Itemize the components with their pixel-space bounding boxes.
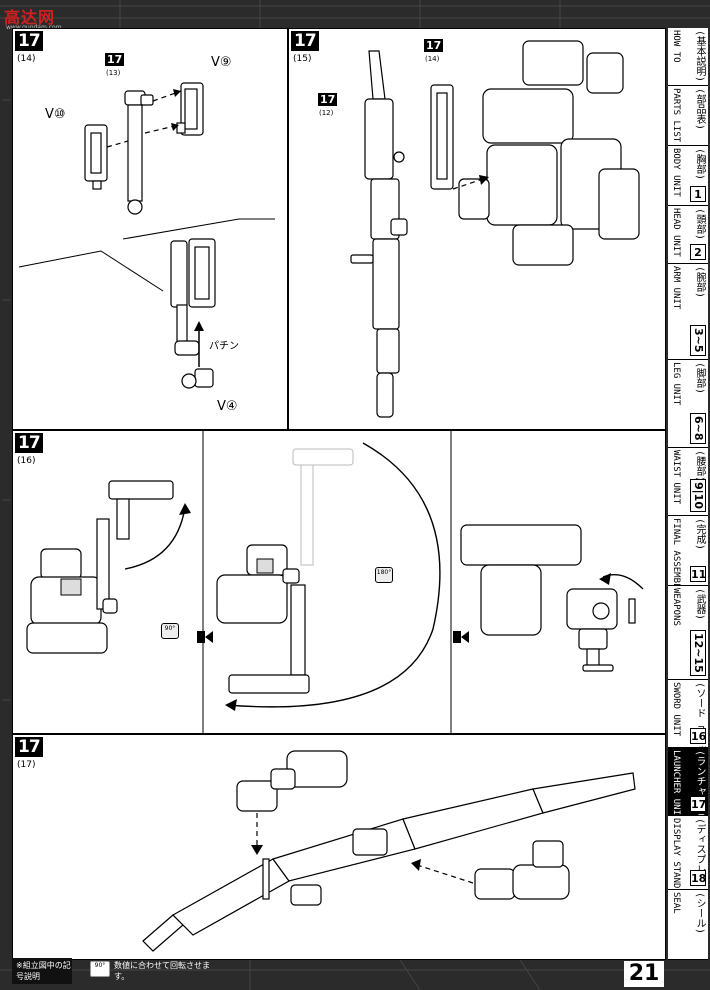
section-tab-jp-label: (シール) [694,892,705,935]
section-tab-jp-label: (ディスプレイ スタンド) [694,818,705,890]
legend-label: ※組立図中の記号説明 [16,961,71,981]
section-tab-en-label: LAUNCHER UNIT [671,750,681,816]
step-number: 17 [15,31,43,51]
rotate-icon: 90° [90,961,110,977]
section-tab[interactable]: (脚部) LEG UNIT 6~8 [668,360,708,448]
section-tab-jp-label: (腕部) [694,266,705,299]
section-tab[interactable]: (基本説明) HOW TO [668,28,708,86]
section-tab-number: 9|10 [690,479,706,512]
section-tab-jp-label: (完成) [694,518,705,551]
step-number: 17 [15,737,43,757]
divider-top-vertical [287,29,289,429]
part-ref-sub: (14) [425,55,440,63]
part-ref-number: 17 [424,39,444,52]
section-tab-en-label: WAIST UNIT [671,450,681,505]
section-tab-en-label: ARM UNIT [671,266,681,310]
section-tab[interactable]: (ランチャー ユニット) LAUNCHER UNIT 17 [668,748,708,816]
rotate-180-icon: 180° [375,567,393,583]
section-index-sidebar: (基本説明) HOW TO (部品表) PARTS LIST (胸部) BODY UNIT… [668,28,708,960]
legend-description: 数値に合わせて回転させます。 [114,961,210,981]
section-tab-jp-label: (武器) [694,588,705,621]
section-tab[interactable]: (ソード ユニット) SWORD UNIT 16 [668,680,708,748]
rotate-90-icon: 90° [161,623,179,639]
divider-row1 [13,429,665,431]
section-tab-en-label: LEG UNIT [671,362,681,406]
part-ref-number: 17 [105,53,125,66]
part-label-v4: V④ [217,399,238,414]
section-tab-en-label: SEAL [671,892,681,914]
section-tab-number: 16 [690,728,707,744]
part-label-v10: V⑩ [45,107,66,122]
section-tab[interactable]: (頭部) HEAD UNIT 2 [668,206,708,264]
step-14-illustration [18,82,275,389]
section-tab-number: 12~15 [690,630,706,676]
step-16-illustration [26,431,644,733]
section-tab-jp-label: (部品表) [694,88,705,131]
watermark-url: www.gundam.com [6,24,62,31]
section-tab-jp-label: (胸部) [694,148,705,181]
section-tab[interactable]: (完成) FINAL ASSEMBLE 11 [668,516,708,586]
section-tab-en-label: PARTS LIST [671,88,681,143]
section-tab[interactable]: (腰部) WAIST UNIT 9|10 [668,448,708,516]
section-tab-en-label: SWORD UNIT [671,682,681,737]
sub-step-number: (17) [17,760,36,770]
section-tab-number: 17 [690,796,707,812]
section-tab-jp-label: (ランチャー ユニット) [694,750,705,816]
section-tab-en-label: HOW TO [671,30,681,63]
sub-step-number: (15) [293,54,312,64]
section-tab[interactable]: (シール) SEAL [668,890,708,960]
symbol-legend: ※組立図中の記号説明 90° 数値に合わせて回転させます。 [12,958,232,986]
sub-step-number: (16) [17,456,36,466]
divider-row2 [13,733,665,735]
watermark-text: 高达网 [4,8,56,27]
section-tab-number: 3~5 [690,325,706,356]
section-tab-jp-label: (ソード ユニット) [694,682,705,748]
section-tab-jp-label: (腰部) [694,450,705,483]
step-number: 17 [291,31,319,51]
section-tab-number: 1 [690,186,706,202]
watermark-logo: 高达网 www.gundam.com [4,4,62,31]
sub-step-number: (14) [17,54,36,64]
part-ref-number: 17 [318,93,338,106]
section-tab-jp-label: (頭部) [694,208,705,241]
section-tab-number: 11 [690,566,707,582]
section-tab[interactable]: (腕部) ARM UNIT 3~5 [668,264,708,360]
section-tab-en-label: FINAL ASSEMBLE [671,518,681,586]
part-ref-sub: (13) [106,69,121,77]
section-tab[interactable]: (部品表) PARTS LIST [668,86,708,146]
legend-label-box [12,958,72,984]
section-tab-en-label: HEAD UNIT [671,208,681,257]
step-15-illustration [350,40,640,418]
part-ref-sub: (12) [319,109,334,117]
section-tab-en-label: WEAPONS [671,588,681,626]
page-number: 21 [624,961,664,987]
section-tab-en-label: DISPLAY STAND [671,818,681,889]
section-tab-jp-label: (基本説明) [694,30,705,83]
instruction-page: 17 (14) 17 (13) V⑨ V⑩ V④ パチン [12,28,666,960]
section-tab-number: 18 [690,870,707,886]
section-tab[interactable]: (胸部) BODY UNIT 1 [668,146,708,206]
section-tab-en-label: BODY UNIT [671,148,681,197]
section-tab-number: 2 [690,244,706,260]
snap-label: パチン [209,341,239,352]
section-tab-number: 6~8 [690,413,706,444]
step-17-illustration [142,750,636,952]
section-tab-jp-label: (脚部) [694,362,705,395]
part-label-v9: V⑨ [211,55,232,70]
step-number: 17 [15,433,43,453]
section-tab[interactable]: (ディスプレイ スタンド) DISPLAY STAND 18 [668,816,708,890]
section-tab[interactable]: (武器) WEAPONS 12~15 [668,586,708,680]
